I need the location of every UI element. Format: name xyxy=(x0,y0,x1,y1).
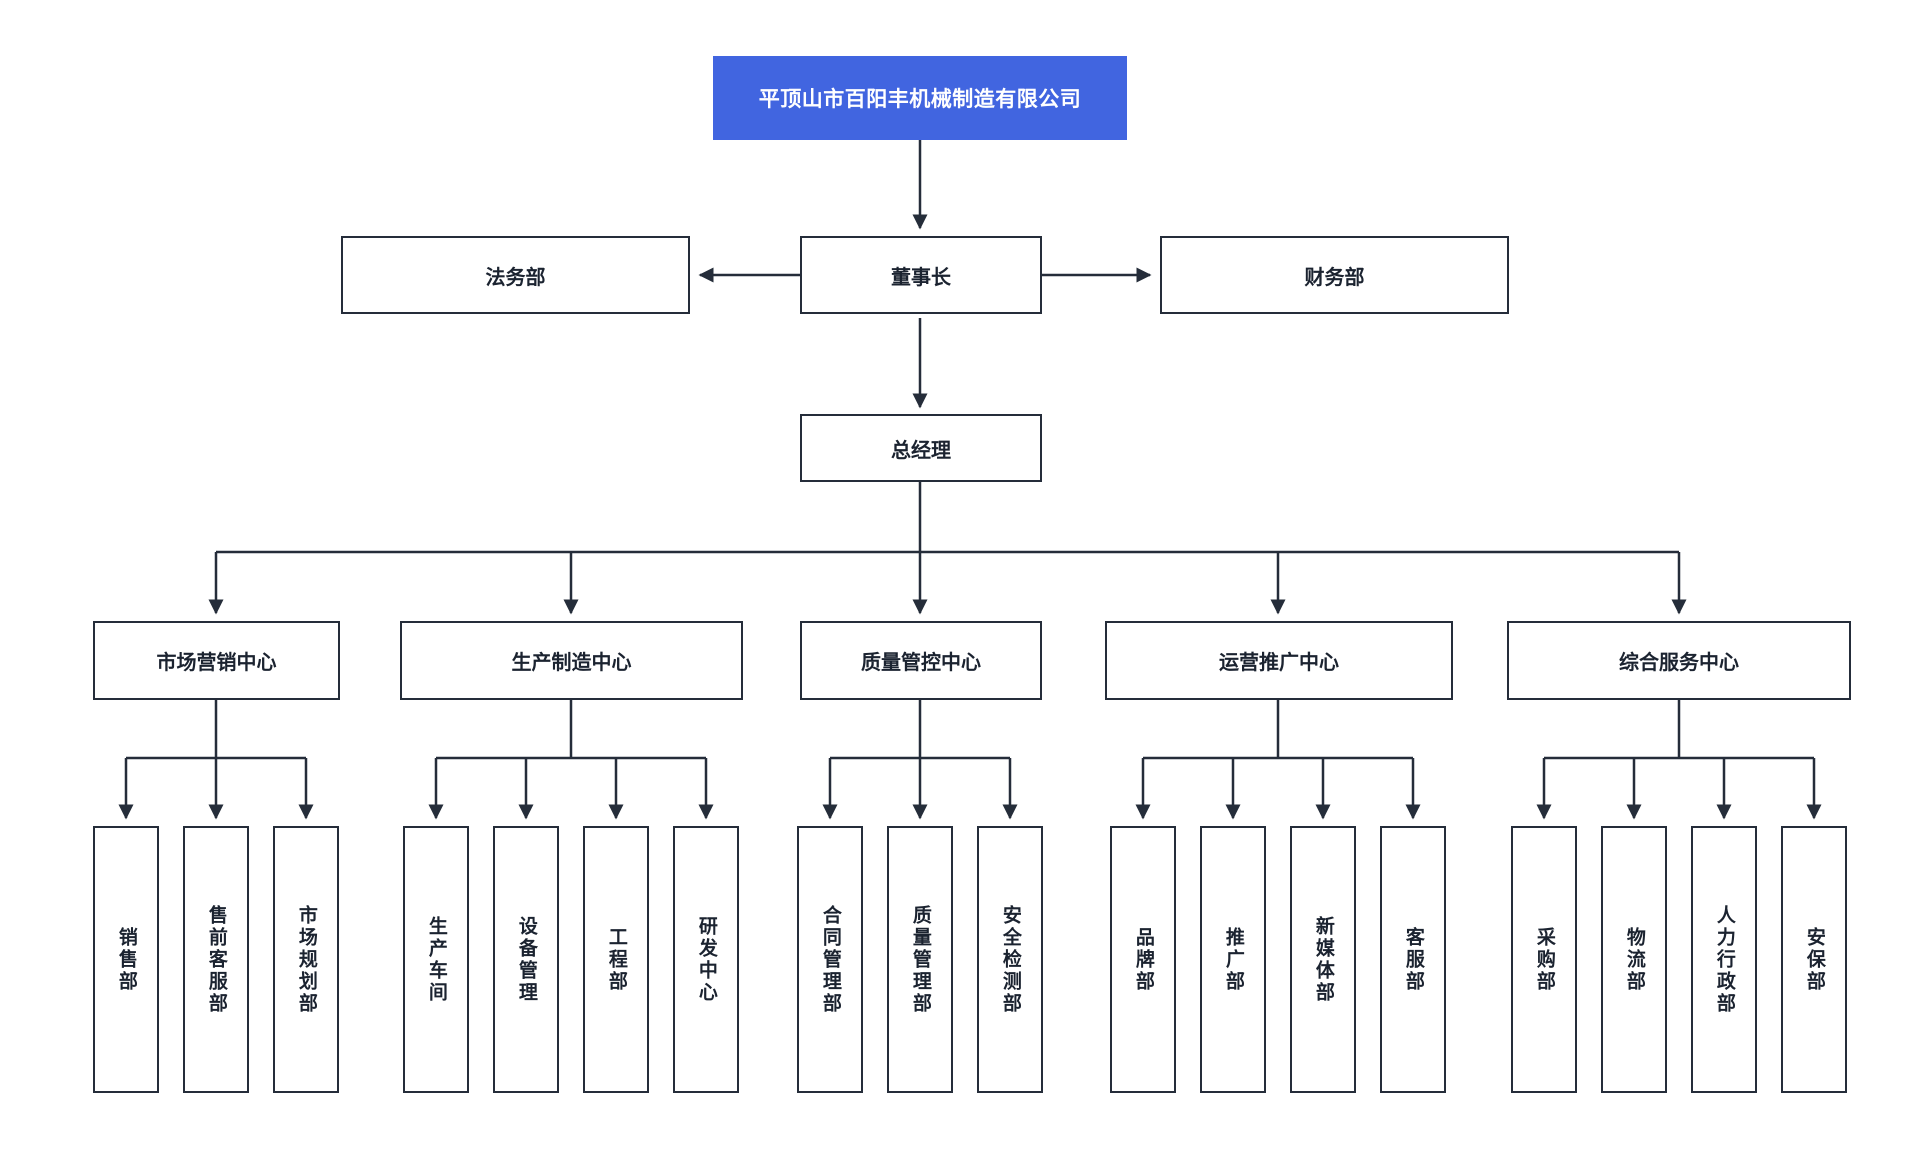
node-dept-hr-administration[interactable]: 人力行政部 xyxy=(1691,826,1757,1093)
node-center-production[interactable]: 生产制造中心 xyxy=(400,621,743,700)
node-dept-equipment-management[interactable]: 设备管理 xyxy=(493,826,559,1093)
node-dept-brand[interactable]: 品牌部 xyxy=(1110,826,1176,1093)
dept-safety-inspection-label: 安全检测部 xyxy=(999,904,1021,1015)
node-dept-safety-inspection[interactable]: 安全检测部 xyxy=(977,826,1043,1093)
center-service-label: 综合服务中心 xyxy=(1619,652,1739,674)
dept-market-planning-label: 市场规划部 xyxy=(295,904,317,1015)
dept-promotion-label: 推广部 xyxy=(1222,926,1244,993)
node-center-quality[interactable]: 质量管控中心 xyxy=(800,621,1042,700)
chairman-label: 董事长 xyxy=(891,266,951,289)
finance-department-label: 财务部 xyxy=(1304,266,1365,289)
dept-quality-management-label: 质量管理部 xyxy=(909,904,931,1015)
node-dept-market-planning[interactable]: 市场规划部 xyxy=(273,826,339,1093)
dept-hr-administration-label: 人力行政部 xyxy=(1713,904,1735,1015)
node-center-marketing[interactable]: 市场营销中心 xyxy=(93,621,340,700)
node-dept-new-media[interactable]: 新媒体部 xyxy=(1290,826,1356,1093)
dept-sales-label: 销售部 xyxy=(115,926,137,993)
node-dept-customer-service[interactable]: 客服部 xyxy=(1380,826,1446,1093)
node-dept-engineering[interactable]: 工程部 xyxy=(583,826,649,1093)
dept-procurement-label: 采购部 xyxy=(1533,926,1555,993)
node-finance-department[interactable]: 财务部 xyxy=(1160,236,1509,314)
node-dept-security[interactable]: 安保部 xyxy=(1781,826,1847,1093)
node-dept-sales[interactable]: 销售部 xyxy=(93,826,159,1093)
dept-engineering-label: 工程部 xyxy=(605,926,627,993)
node-chairman[interactable]: 董事长 xyxy=(800,236,1042,314)
dept-contract-management-label: 合同管理部 xyxy=(819,904,841,1015)
center-operations-label: 运营推广中心 xyxy=(1219,652,1339,674)
node-dept-rnd-center[interactable]: 研发中心 xyxy=(673,826,739,1093)
dept-brand-label: 品牌部 xyxy=(1132,926,1154,993)
node-dept-promotion[interactable]: 推广部 xyxy=(1200,826,1266,1093)
node-dept-logistics[interactable]: 物流部 xyxy=(1601,826,1667,1093)
node-legal-department[interactable]: 法务部 xyxy=(341,236,690,314)
dept-new-media-label: 新媒体部 xyxy=(1312,915,1334,1004)
node-general-manager[interactable]: 总经理 xyxy=(800,414,1042,482)
node-dept-production-workshop[interactable]: 生产车间 xyxy=(403,826,469,1093)
dept-security-label: 安保部 xyxy=(1803,926,1825,993)
general-manager-label: 总经理 xyxy=(891,439,951,462)
dept-logistics-label: 物流部 xyxy=(1623,926,1645,993)
node-dept-presales-service[interactable]: 售前客服部 xyxy=(183,826,249,1093)
node-center-operations[interactable]: 运营推广中心 xyxy=(1105,621,1453,700)
center-marketing-label: 市场营销中心 xyxy=(156,652,277,674)
legal-department-label: 法务部 xyxy=(485,266,546,289)
center-quality-label: 质量管控中心 xyxy=(861,652,981,674)
dept-equipment-management-label: 设备管理 xyxy=(515,915,537,1004)
dept-presales-service-label: 售前客服部 xyxy=(205,904,227,1015)
center-production-label: 生产制造中心 xyxy=(511,652,632,674)
company-root-label: 平顶山市百阳丰机械制造有限公司 xyxy=(758,88,1082,111)
dept-customer-service-label: 客服部 xyxy=(1402,926,1424,993)
node-dept-procurement[interactable]: 采购部 xyxy=(1511,826,1577,1093)
node-company-root[interactable]: 平顶山市百阳丰机械制造有限公司 xyxy=(713,56,1127,140)
dept-production-workshop-label: 生产车间 xyxy=(425,915,447,1004)
node-dept-quality-management[interactable]: 质量管理部 xyxy=(887,826,953,1093)
node-center-service[interactable]: 综合服务中心 xyxy=(1507,621,1851,700)
dept-rnd-center-label: 研发中心 xyxy=(695,915,717,1004)
node-dept-contract-management[interactable]: 合同管理部 xyxy=(797,826,863,1093)
